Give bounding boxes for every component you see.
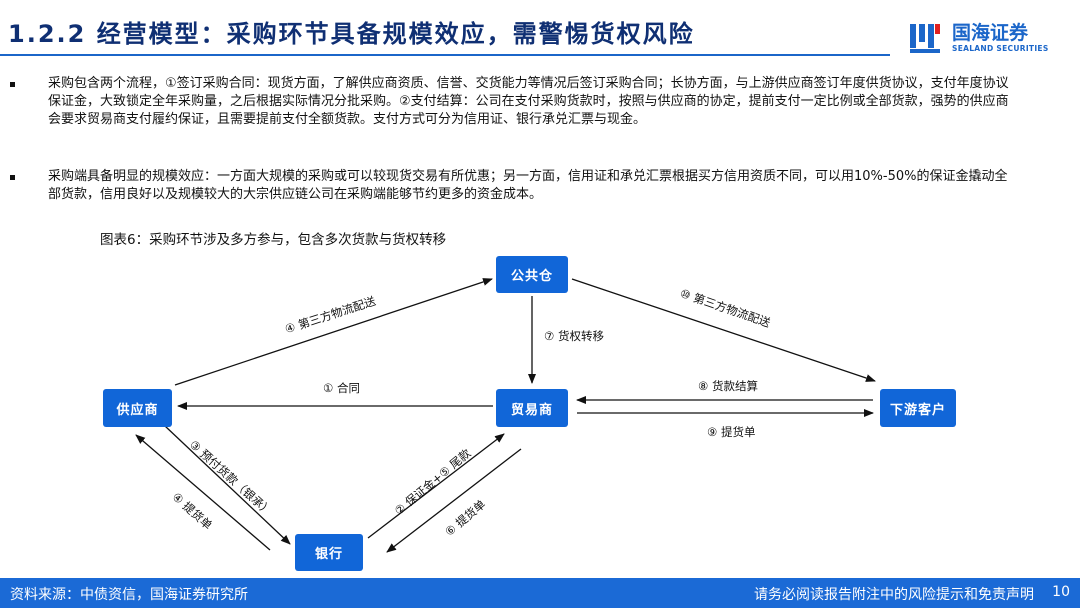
bullet-marker (10, 175, 15, 180)
title-divider (0, 54, 890, 56)
node-bank: 银行 (295, 534, 363, 571)
edge-label-payment-settlement: ⑧ 货款结算 (698, 379, 758, 393)
disclaimer-link[interactable]: 请务必阅读报告附注中的风险提示和免责声明 (754, 587, 1034, 603)
company-logo: 国海证券 SEALAND SECURITIES (908, 18, 1058, 58)
page-title: 1.2.2 经营模型：采购环节具备规模效应，需警惕货权风险 (8, 20, 695, 48)
bullet-marker (10, 82, 15, 87)
bullet-text: 采购包含两个流程，①签订采购合同：现货方面，了解供应商资质、信誉、交货能力等情况… (48, 76, 1009, 127)
sealand-logo-icon (910, 24, 940, 53)
source-note: 资料来源：中债资信，国海证券研究所 (10, 587, 248, 603)
edge-label-warehouse-trader: ⑦ 货权转移 (544, 329, 604, 343)
arrow-supplier-to-warehouse (174, 278, 493, 386)
footer-bar: 资料来源：中债资信，国海证券研究所 请务必阅读报告附注中的风险提示和免责声明 1… (0, 578, 1080, 608)
edge-label-contract: ① 合同 (323, 381, 360, 395)
arrow-warehouse-to-customer (571, 278, 876, 382)
bullet-scale-effect: 采购端具备明显的规模效应：一方面大规模的采购或可以较现货交易有所优惠；另一方面，… (10, 168, 1010, 204)
arrow-trader-to-bank (386, 448, 522, 553)
logo-text-cn: 国海证券 (952, 22, 1029, 44)
page-number: 10 (1052, 584, 1070, 600)
bullet-procurement-process: 采购包含两个流程，①签订采购合同：现货方面，了解供应商资质、信誉、交货能力等情况… (10, 75, 1010, 129)
arrow-supplier-to-bank (164, 425, 291, 545)
edge-label-bill-of-lading-customer: ⑨ 提货单 (707, 425, 756, 439)
node-trader: 贸易商 (496, 389, 568, 427)
bullet-text: 采购端具备明显的规模效应：一方面大规模的采购或可以较现货交易有所优惠；另一方面，… (48, 169, 1008, 202)
node-warehouse: 公共仓 (496, 256, 568, 293)
arrow-bank-to-trader (367, 433, 505, 539)
figure-caption: 图表6：采购环节涉及多方参与，包含多次货款与货权转移 (100, 232, 447, 248)
node-supplier: 供应商 (103, 389, 172, 427)
node-customer: 下游客户 (880, 389, 956, 427)
arrow-bank-to-supplier (135, 434, 271, 551)
logo-text-en: SEALAND SECURITIES (952, 44, 1049, 53)
